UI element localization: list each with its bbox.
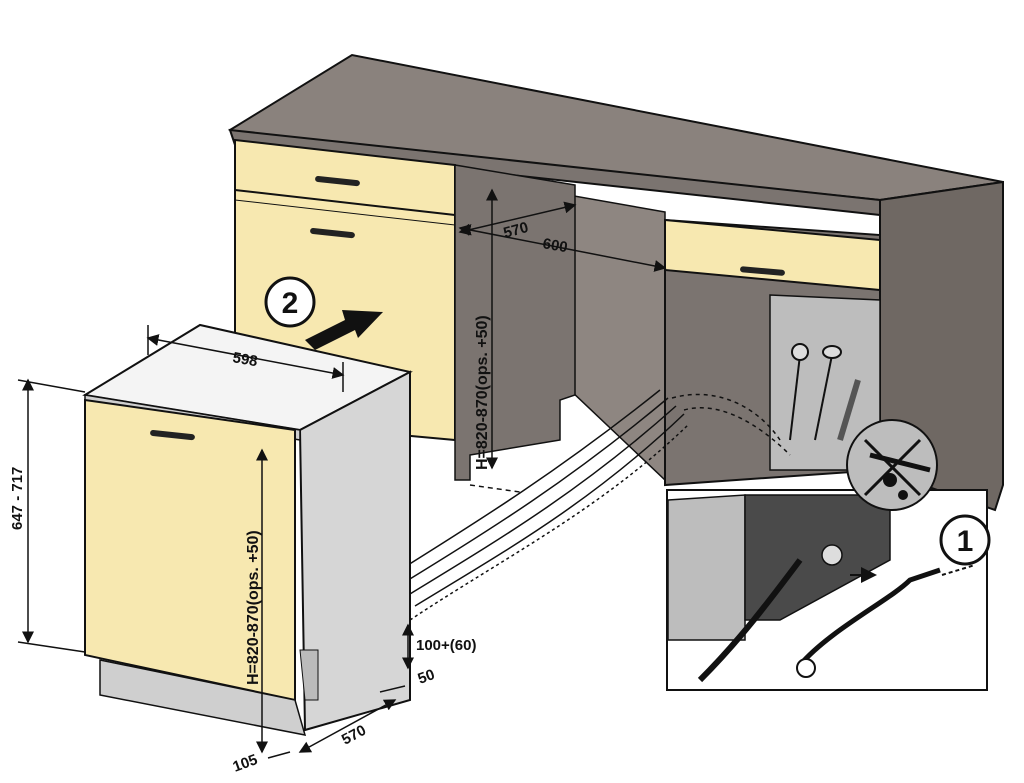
dimension-lines <box>17 188 667 759</box>
front-handle <box>150 430 195 441</box>
step-1-label: 1 <box>957 525 974 558</box>
dim-height-cabinet: H=820-870(ops. +50) <box>474 315 491 470</box>
crossed-water-drop-icon <box>846 419 938 511</box>
detail-inset <box>666 489 988 691</box>
dim-105: 105 <box>231 751 260 776</box>
dim-50: 50 <box>416 666 437 688</box>
step-2-marker: 2 <box>264 276 316 328</box>
dim-600: 600 <box>541 235 569 256</box>
dishwasher-side <box>298 370 411 732</box>
left-cabinet-inner-side <box>454 164 576 481</box>
step-1-marker: 1 <box>939 514 991 566</box>
dim-hose-gap: 100+(60) <box>416 637 476 654</box>
water-pipes <box>789 343 861 441</box>
dim-570-top: 570 <box>502 219 531 242</box>
dim-depth-570: 570 <box>339 722 369 749</box>
dim-598: 598 <box>231 349 259 370</box>
dim-panel-height: 647 - 717 <box>9 467 26 530</box>
step-2-label: 2 <box>282 287 299 320</box>
front-panel <box>84 398 296 702</box>
dim-height-front: H=820-870(ops. +50) <box>245 530 262 685</box>
floor-hoses <box>399 389 791 621</box>
